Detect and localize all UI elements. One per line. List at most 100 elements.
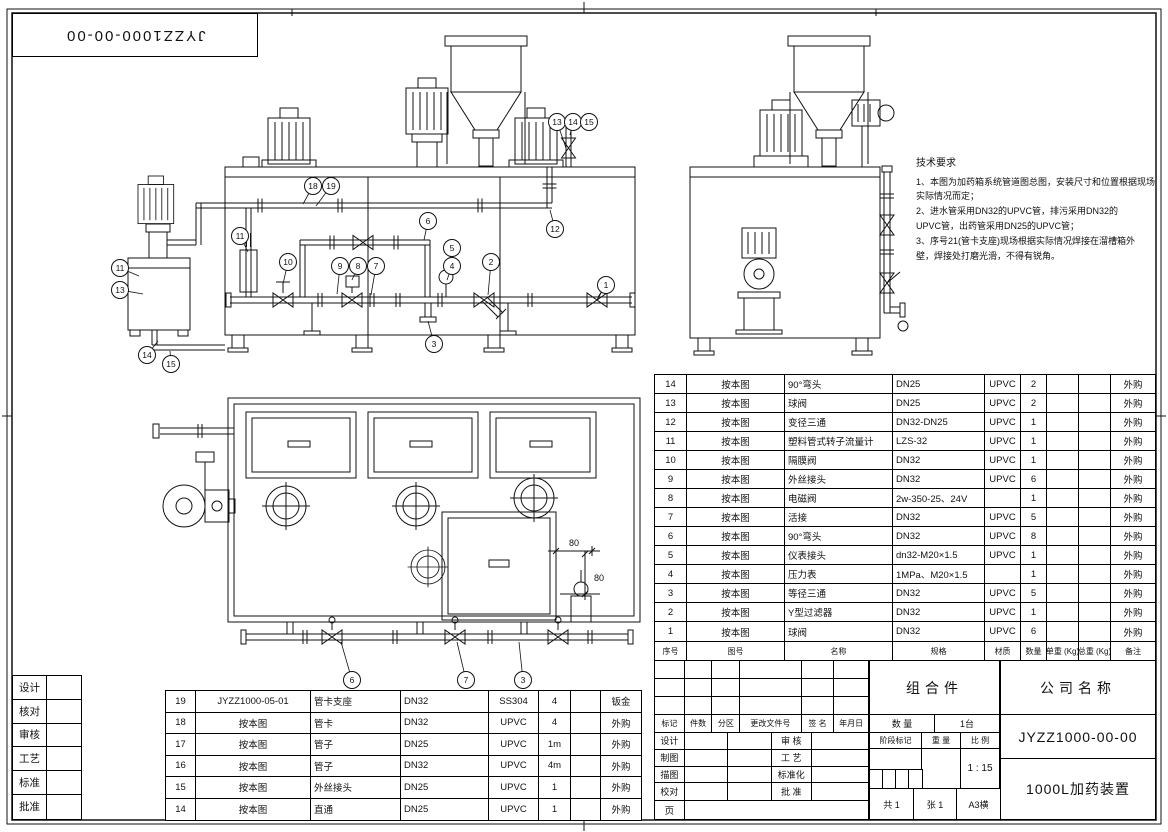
table-cell: 8 [655,489,687,507]
table-cell: 单重 (Kg) [1047,642,1079,661]
table-cell [571,691,601,712]
table-cell [812,750,868,766]
table-cell: 1 [1021,546,1047,564]
table-cell: 2 [1021,394,1047,412]
table-cell: 标记 [655,715,685,732]
table-cell: 3 [655,584,687,602]
table-cell: UPVC [985,375,1021,393]
table-cell: UPVC [985,584,1021,602]
table-cell [985,489,1021,507]
callout-number: 13 [115,285,125,295]
table-cell: 16 [166,755,196,776]
table-row: 校对批 准 [655,783,868,801]
table-cell: 制图 [655,749,685,766]
callout-balloon [457,671,475,689]
stage-box [908,769,923,789]
table-row: 制图工 艺 [655,749,868,767]
table-cell: DN32 [401,755,489,776]
table-cell: DN32-DN25 [893,413,985,431]
callout-balloon [597,276,615,294]
change-record-empty-grid [654,660,869,715]
table-row: 批准 [13,794,81,819]
table-row [655,697,868,715]
table-cell: 规格 [893,642,985,661]
callout-number: 5 [450,243,455,253]
table-cell: 按本图 [687,527,785,545]
table-cell [47,724,81,747]
table-cell: 1 [655,622,687,641]
qty-label: 数 量 [869,714,935,733]
table-cell: 2 [655,603,687,621]
table-cell: UPVC [489,755,539,776]
table-cell: 1 [1021,413,1047,431]
table-cell [685,766,729,783]
table-cell: 12 [655,413,687,431]
table-cell: 外购 [1123,418,1143,429]
table-cell: 8 [1021,527,1047,545]
table-cell: 分区 [712,715,741,732]
table-cell: 核对 [13,699,47,723]
table-cell: DN32 [893,508,985,526]
callout-number: 3 [432,339,437,349]
table-cell: LZS-32 [893,432,985,450]
table-cell: 按本图 [687,470,785,488]
table-cell: 隔膜阀 [785,451,893,469]
side-view [689,35,909,356]
callout-number: 18 [308,181,318,191]
callout-balloon [367,257,385,275]
callout-number: 8 [356,261,361,271]
callout-number: 1 [604,280,609,290]
table-cell: DN32 [893,470,985,488]
table-cell: 2 [1021,375,1047,393]
table-cell: 按本图 [196,755,311,776]
table-cell [1047,470,1079,488]
table-cell [712,679,741,696]
table-row: 标记件数分区更改文件号签 名年月日 [655,715,868,732]
table-cell: UPVC [985,413,1021,431]
table-cell: 外购 [611,783,631,795]
callout-number: 4 [450,261,455,271]
callout-balloon [111,281,129,299]
table-cell: 描图 [655,766,685,783]
stage-mark-label: 阶段标记 [869,732,922,749]
callout-balloon [111,259,129,277]
table-cell: 钣金 [611,697,631,709]
table-cell [571,712,601,733]
table-cell [834,661,868,678]
table-cell: 外购 [1123,513,1143,524]
table-cell [1079,546,1111,564]
table-cell [740,697,802,715]
table-cell [1079,375,1111,393]
table-cell: 更改文件号 [740,715,802,732]
table-cell: 外购 [611,805,631,817]
table-cell: 外购 [1123,475,1143,486]
table-cell: UPVC [489,798,539,820]
callout-number: 6 [426,216,431,226]
table-cell [728,733,772,749]
tech-req-body: 1、本图为加药箱系统管道图总图，安装尺寸和位置根据现场 实际情况而定； 2、进水… [916,176,1156,261]
callout-balloon [482,253,500,271]
table-cell: JYZZ1000-05-01 [196,691,311,712]
table-cell [571,777,601,798]
sheet-total: 共 1 [869,788,914,820]
scale-value: 1 : 15 [960,748,1000,789]
table-cell: 工艺 [13,747,47,771]
signature-rows: 设计审 核制图工 艺描图标准化校对批 准 [654,732,869,801]
table-cell [1079,622,1111,641]
callout-number: 12 [550,224,560,234]
table-cell: DN32 [893,622,985,641]
table-cell [728,783,772,801]
table-cell: 按本图 [687,584,785,602]
table-cell: 6 [655,527,687,545]
table-cell: DN25 [893,394,985,412]
drawing-number: JYZZ1000-00-00 [1000,714,1156,759]
callout-number: 7 [374,261,379,271]
table-cell [685,733,729,749]
table-cell [1047,603,1079,621]
callout-number: 3 [521,675,526,685]
callout-balloon [419,212,437,230]
table-cell: 17 [166,734,196,755]
